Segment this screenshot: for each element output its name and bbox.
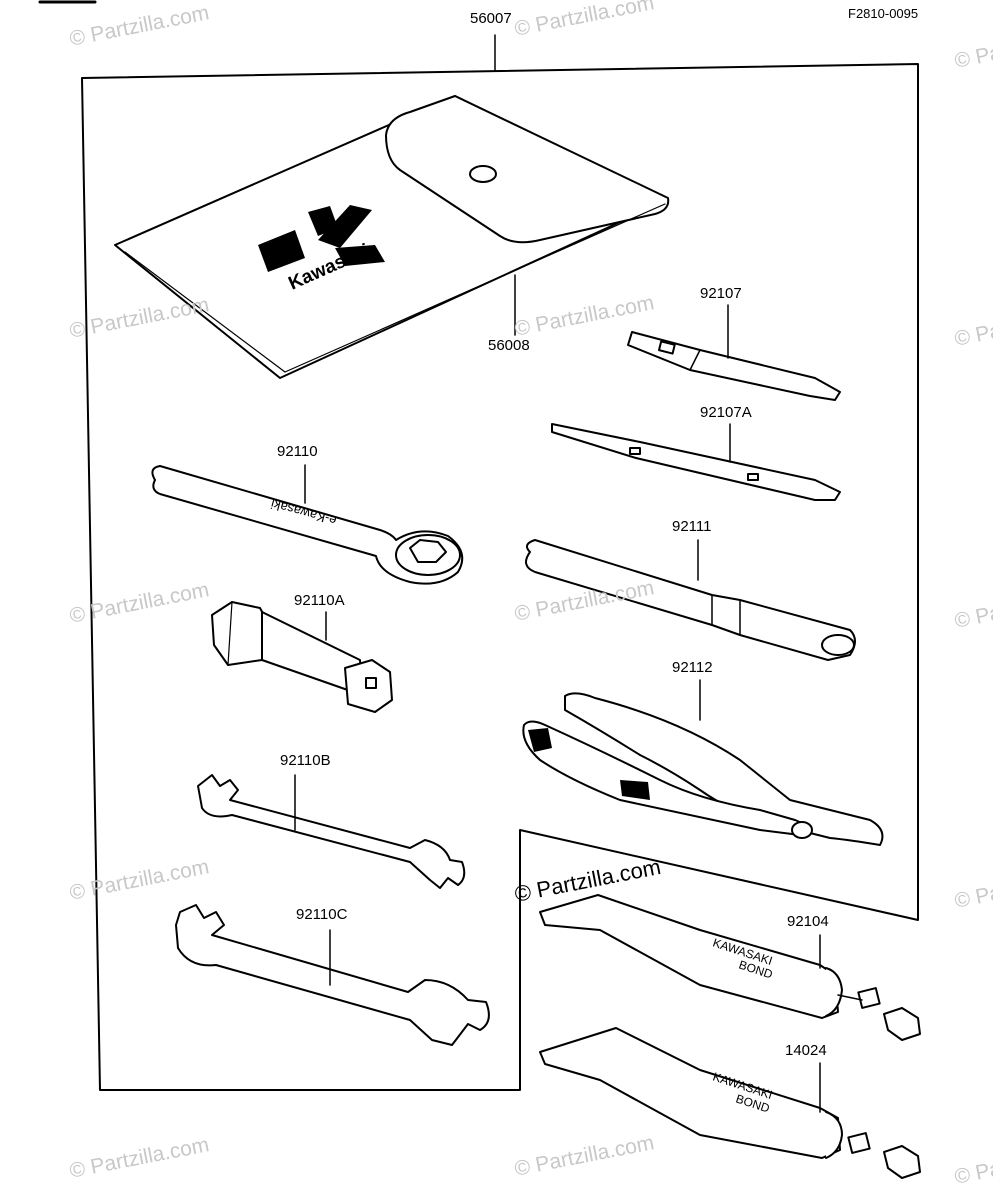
part-label-92110b: 92110B [280, 752, 331, 769]
bond-tube: KAWASAKI BOND [539, 894, 921, 1041]
part-label-92111: 92111 [672, 518, 712, 535]
screwdriver-alt [551, 423, 841, 501]
part-label-92110a: 92110A [294, 592, 345, 609]
part-label-92110: 92110 [277, 443, 318, 460]
kawasaki-logo [258, 205, 385, 272]
box-wrench: e-Kawasaki [151, 465, 464, 585]
part-label-92104: 92104 [787, 913, 829, 930]
part-label-14024: 14024 [785, 1042, 827, 1059]
part-label-92112: 92112 [672, 659, 713, 676]
bond-tube-alt: KAWASAKI BOND [539, 1027, 921, 1179]
tool-bag: Kawasaki [114, 95, 670, 379]
pliers [522, 692, 884, 846]
figure-code: F2810-0095 [848, 6, 919, 21]
part-label-56007: 56007 [470, 10, 512, 27]
part-label-92107: 92107 [700, 285, 742, 302]
part-label-92107a: 92107A [700, 404, 752, 421]
tool-handle [525, 539, 856, 661]
kit-outline [81, 63, 919, 1091]
open-wrench-large [175, 904, 490, 1046]
spark-plug-socket [211, 601, 393, 713]
open-wrench-small [197, 774, 466, 889]
screwdriver [627, 331, 841, 401]
part-label-92110c: 92110C [296, 906, 348, 923]
part-label-56008: 56008 [488, 337, 530, 354]
